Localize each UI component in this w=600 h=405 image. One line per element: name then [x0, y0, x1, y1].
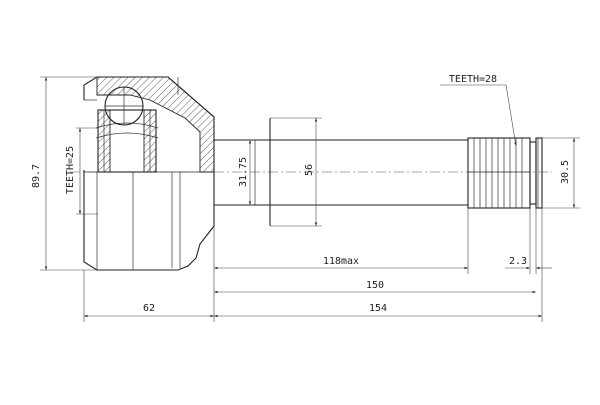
label-stem-length: 150: [366, 280, 384, 291]
label-housing-length: 62: [143, 303, 155, 314]
inner-race: [95, 109, 159, 173]
dim-height-total: [40, 76, 97, 271]
dim-shaft-diameter: [270, 117, 322, 227]
spline-end: [467, 137, 543, 209]
label-spline-diameter: 30.5: [560, 160, 571, 184]
label-seat-diameter: 31.75: [238, 157, 249, 187]
label-shaft-length: 118max: [323, 256, 359, 267]
stem-shaft: [214, 118, 468, 226]
ball: [104, 86, 144, 126]
label-height-total: 89.7: [31, 164, 42, 188]
dim-inner-teeth: [76, 127, 98, 215]
label-outer-teeth: TEETH=28: [449, 74, 497, 85]
label-inner-teeth: TEETH=25: [65, 146, 76, 194]
label-groove-width: 2.3: [509, 256, 527, 267]
dim-spline-diameter: [542, 137, 580, 209]
leader-outer-teeth: [440, 84, 517, 147]
outer-race-housing: [83, 76, 215, 271]
label-shaft-diameter: 56: [304, 164, 315, 176]
label-total-length: 154: [369, 303, 387, 314]
